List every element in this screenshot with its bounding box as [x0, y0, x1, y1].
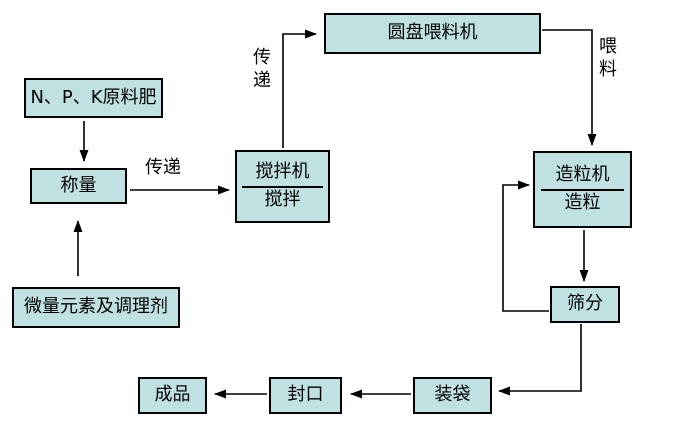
arrow-screening-to-bagging [498, 324, 582, 396]
node-mixer-line2: 搅拌 [264, 189, 301, 210]
edge-label-feeding: 喂料 [599, 36, 617, 81]
node-granulator-line1: 造粒机 [555, 164, 610, 186]
node-mixer: 搅拌机 搅拌 [235, 150, 330, 223]
node-bagging: 装袋 [413, 377, 492, 414]
node-screening: 筛分 [550, 286, 620, 323]
fraction-divider [242, 186, 323, 188]
node-granulator: 造粒机 造粒 [533, 151, 632, 228]
node-weighing: 称量 [30, 168, 127, 204]
edge-label-transfer-vertical: 传递 [253, 47, 271, 92]
node-disc-feeder: 圆盘喂料机 [324, 13, 541, 54]
node-trace-elements-conditioner: 微量元素及调理剂 [12, 287, 180, 328]
node-sealing: 封口 [269, 377, 342, 414]
node-granulator-line2: 造粒 [564, 192, 601, 213]
node-mixer-line1: 搅拌机 [255, 161, 310, 183]
node-npk-raw-fertilizer: N、P、K原料肥 [24, 78, 163, 118]
arrow-disc-feeder-to-granulator [542, 29, 597, 146]
edge-label-transfer-horizontal: 传递 [145, 157, 181, 178]
fraction-divider [540, 189, 625, 191]
node-finished-product: 成品 [138, 377, 207, 414]
arrow-screening-to-granulator-feedback [502, 180, 549, 312]
arrow-mixer-to-disc-feeder [282, 29, 317, 148]
